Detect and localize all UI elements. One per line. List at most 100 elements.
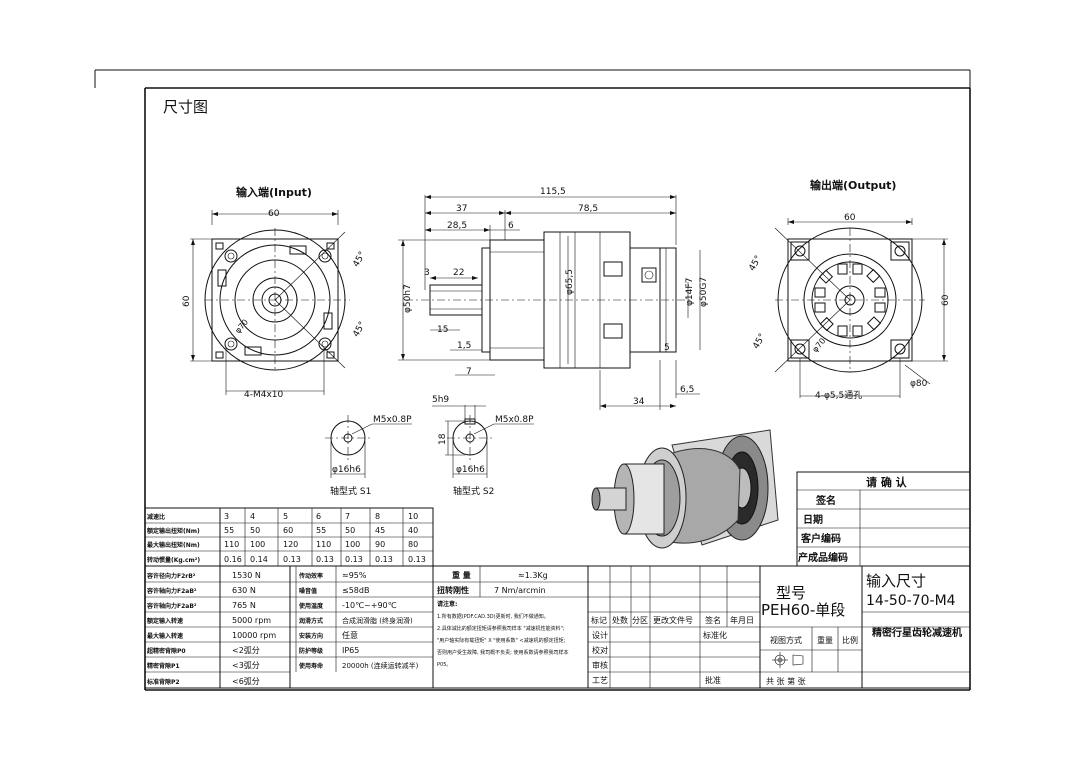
ratio-cell: 0.13 <box>283 555 301 564</box>
notes-heading: 请注意: <box>437 600 457 608</box>
spec-left-value: 1530 N <box>232 571 261 580</box>
ratio-cell: 4 <box>250 512 255 521</box>
input-height-dim: 60 <box>182 295 192 307</box>
dia-14f7: φ14F7 <box>685 278 695 306</box>
spec-mid-value: -10℃~+90℃ <box>342 601 397 610</box>
spec-mid-label: 防护等级 <box>299 647 323 655</box>
spec-left-label: 标准背隙P2 <box>146 678 180 686</box>
rev-h-sign: 签名 <box>705 615 721 625</box>
sheet-count: 共 张 第 张 <box>766 676 806 686</box>
spec-left-value: 765 N <box>232 601 256 610</box>
ratio-cell: 0.13 <box>345 555 363 564</box>
rev-h-mark: 标记 <box>591 615 607 625</box>
length-6-5: 6,5 <box>680 385 694 395</box>
note-line-3: "用户轴实际有载扭矩" X "使用系数" <减速机的额定扭矩; <box>437 637 566 644</box>
spec-left-value: <3弧分 <box>232 660 260 670</box>
confirm-sign: 签名 <box>815 494 836 507</box>
role-review: 审核 <box>592 660 608 670</box>
spec-left-label: 精密背隙P1 <box>147 662 180 670</box>
rev-h-count: 处数 <box>612 615 628 625</box>
spec-left-label: 容许轴向力F2aB² <box>146 602 197 610</box>
s2-caption: 轴型式 S2 <box>453 485 494 497</box>
ratio-cell: 3 <box>224 512 229 521</box>
ratio-cell: 100 <box>345 540 360 549</box>
ratio-cell: 0.14 <box>250 555 268 564</box>
spec-mid-value: 任意 <box>342 630 358 640</box>
model-value: PEH60-单段 <box>761 601 845 619</box>
ratio-cell: 5 <box>283 512 288 521</box>
spec-mid-label: 安装方向 <box>299 632 323 640</box>
length-3: 3 <box>424 268 430 278</box>
s2-height: 18 <box>438 433 448 445</box>
role-design: 设计 <box>592 630 608 640</box>
spec-mid-label: 使用温度 <box>298 602 324 610</box>
s1-dia: φ16h6 <box>332 465 361 475</box>
length-15: 15 <box>437 325 448 335</box>
spec-mid-value: 合成润滑脂 (终身润滑) <box>342 616 413 625</box>
projection-symbol-icon <box>772 652 804 668</box>
output-end-view: 60 60 45° 45° φ70 <box>747 213 951 401</box>
note-line-1: 1.所有数据(PDF.CAD.3D)更新时, 我们不做通知。 <box>437 613 549 620</box>
output-height-dim: 60 <box>941 294 951 306</box>
output-end-title: 输出端(Output) <box>810 178 896 192</box>
note-line-2: 2.具体減比的额定扭矩请参照我司样本 "减速机性能资料"; <box>437 625 565 632</box>
product-name: 精密行星齿轮减速机 <box>872 626 962 639</box>
notes-block: 重 量 ≈1.3Kg 扭转刚性 7 Nm/arcmin 请注意: 1.所有数据(… <box>432 565 589 689</box>
confirm-customer-code: 客户编码 <box>800 532 841 545</box>
spec-mid-value: ≈95% <box>342 571 367 580</box>
note-line-5: P05。 <box>437 662 451 668</box>
spec-left-label: 容许径向力F2rB² <box>146 572 196 580</box>
ratio-cell: 45 <box>375 526 385 535</box>
spec-left-value: 10000 rpm <box>232 631 276 640</box>
ratio-cell: 60 <box>283 526 293 535</box>
length-6: 6 <box>508 221 514 231</box>
ratio-cell: 0.13 <box>316 555 334 564</box>
input-width-dim: 60 <box>268 209 280 219</box>
input-size-label: 输入尺寸 <box>866 572 926 590</box>
weight-label: 重 量 <box>452 570 471 580</box>
ratio-cell: 100 <box>250 540 265 549</box>
spec-mid-value: IP65 <box>342 646 359 655</box>
length-1-5: 1,5 <box>457 341 471 351</box>
rev-h-doc: 更改文件号 <box>653 615 693 625</box>
input-end-title: 输入端(Input) <box>236 185 312 199</box>
dia-50h7: φ50h7 <box>403 284 413 313</box>
confirm-title: 请 确 认 <box>866 475 908 489</box>
spec-left-label: 额定输入转速 <box>147 617 183 625</box>
view-method-label: 视图方式 <box>770 635 802 645</box>
ratio-row-label: 额定输出扭矩(Nm) <box>147 527 200 535</box>
ratio-cell: 40 <box>408 526 418 535</box>
rev-h-date: 年月日 <box>730 615 754 625</box>
ratio-cell: 55 <box>316 526 326 535</box>
approve-label: 批准 <box>705 675 721 685</box>
spec-left-label: 最大输入转速 <box>147 632 183 640</box>
input-bolt-note: 4-M4x10 <box>244 390 284 400</box>
length-22: 22 <box>453 268 464 278</box>
ratio-row-label: 最大输出扭矩(Nm) <box>147 541 200 549</box>
length-34: 34 <box>633 397 645 407</box>
ratio-row-label: 转动惯量(Kg.cm²) <box>147 556 200 564</box>
ratio-cell: 110 <box>316 540 331 549</box>
ratio-cell: 10 <box>408 512 418 521</box>
ratio-cell: 7 <box>345 512 350 521</box>
output-outer-dia: φ80 <box>910 379 928 389</box>
input-size-value: 14-50-70-M4 <box>866 593 956 609</box>
length-7: 7 <box>466 367 472 377</box>
shaft-detail-s1: M5x0.8P φ16h6 轴型式 S1 <box>325 415 412 497</box>
model-label: 型号 <box>776 584 806 602</box>
output-width-dim: 60 <box>844 213 856 223</box>
ratio-cell: 55 <box>224 526 234 535</box>
s1-thread: M5x0.8P <box>373 415 412 425</box>
s2-key: 5h9 <box>432 395 449 405</box>
confirm-date: 日期 <box>803 513 823 526</box>
overall-length: 115,5 <box>540 187 566 197</box>
length-78-5: 78,5 <box>578 204 598 214</box>
ratio-cell: 0.16 <box>224 555 242 564</box>
weight-col-label: 重量 <box>817 635 833 645</box>
spec-left-label: 超精密背隙P0 <box>146 647 186 655</box>
dia-65-5: φ65,5 <box>565 269 575 295</box>
ratio-cell: 90 <box>375 540 385 549</box>
length-5: 5 <box>664 343 670 353</box>
